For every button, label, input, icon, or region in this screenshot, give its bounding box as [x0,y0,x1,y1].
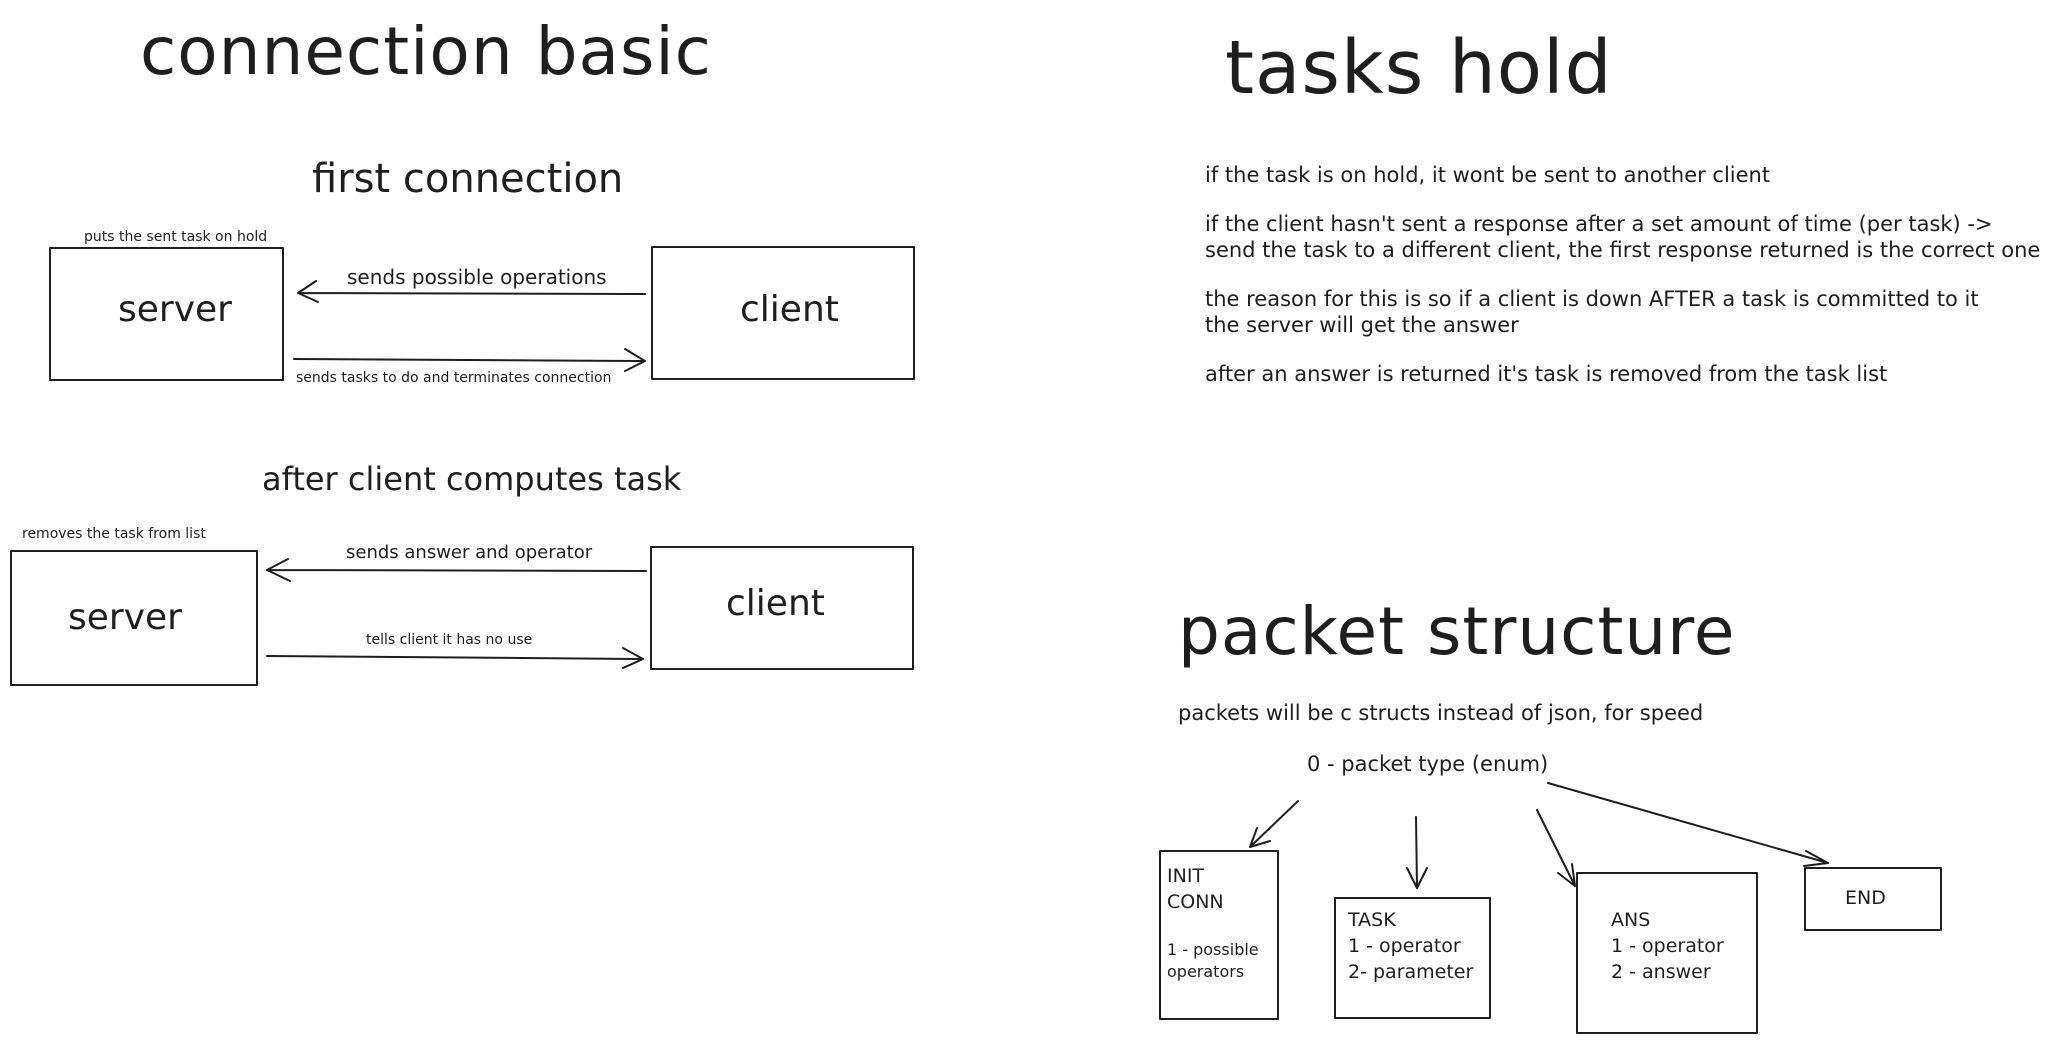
server-label-first: server [118,289,232,330]
server-label-after: server [68,597,182,638]
packet-box-ans [1576,872,1758,1034]
client-box-first [651,246,915,380]
packet-box-end [1804,867,1942,931]
first-connection-heading: first connection [312,156,624,202]
arrow-to-task [1406,816,1428,889]
arrow-to-end [1547,782,1829,867]
packet-task-fields: 1 - operator 2- parameter [1348,935,1474,983]
packet-ans-name: ANS [1611,909,1651,931]
client-label-after: client [726,583,825,624]
tasks-hold-line-6: after an answer is returned it's task is… [1205,362,1888,386]
tasks-hold-line-5: the server will get the answer [1205,313,1519,337]
arrow-to-init-conn [1249,800,1299,848]
tasks-hold-line-3: send the task to a different client, the… [1205,238,2041,262]
label-tells-client: tells client it has no use [366,632,533,648]
packet-type-root: 0 - packet type (enum) [1307,752,1549,776]
client-box-after [650,546,914,670]
arrow-sends-tasks [293,348,646,372]
server-note-after: removes the task from list [22,526,206,542]
tasks-hold-line-2: if the client hasn't sent a response aft… [1205,212,1993,236]
label-sends-answer: sends answer and operator [346,542,593,563]
packet-ans-fields: 1 - operator 2 - answer [1611,935,1724,983]
packet-init-conn-name: INIT CONN [1167,865,1224,913]
client-label-first: client [740,289,839,330]
tasks-hold-title: tasks hold [1225,25,1613,111]
packet-structure-intro: packets will be c structs instead of jso… [1178,701,1704,725]
server-box-after [10,550,258,686]
packet-task-name: TASK [1348,909,1396,931]
tasks-hold-line-4: the reason for this is so if a client is… [1205,287,1979,311]
tasks-hold-line-1: if the task is on hold, it wont be sent … [1205,163,1771,187]
arrow-tells-client [266,647,644,669]
arrow-sends-possible-operations [297,280,646,303]
after-client-heading: after client computes task [262,460,682,498]
packet-end-name: END [1845,887,1886,909]
arrow-to-ans [1536,809,1576,887]
server-box-first [49,247,284,381]
label-sends-possible-operations: sends possible operations [347,265,607,289]
server-note-first: puts the sent task on hold [84,229,268,245]
packet-init-conn-fields: 1 - possible operators [1167,940,1259,981]
packet-box-task [1334,897,1491,1019]
label-sends-tasks: sends tasks to do and terminates connect… [296,370,612,386]
packet-structure-title: packet structure [1178,593,1736,670]
packet-box-init-conn [1159,850,1279,1020]
connection-basic-title: connection basic [140,13,712,90]
arrow-sends-answer [266,558,647,582]
